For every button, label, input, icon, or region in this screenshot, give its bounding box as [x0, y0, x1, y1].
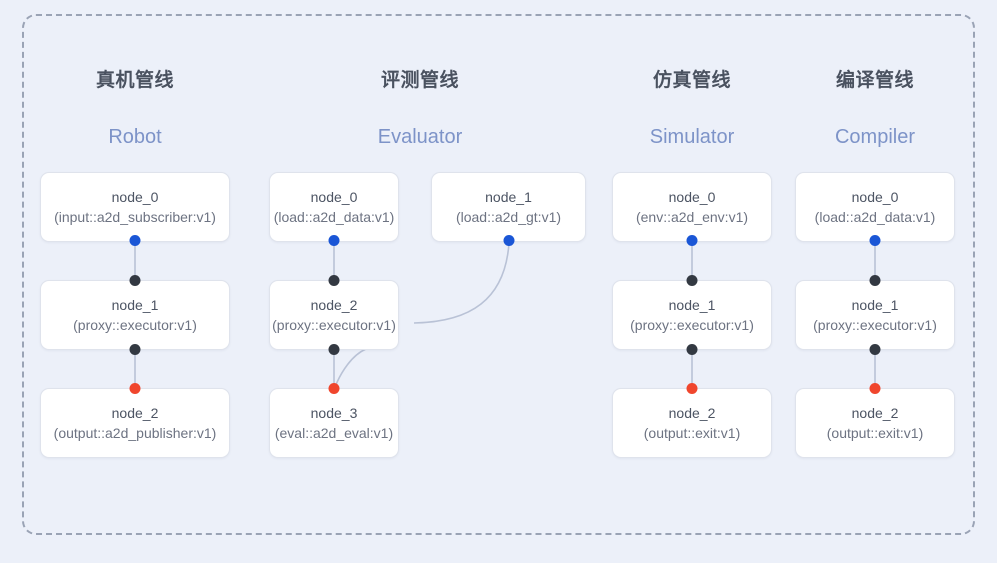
port-output-blue[interactable] [686, 235, 698, 246]
node-name: node_0 [668, 188, 716, 205]
node-robot-node_1[interactable]: node_1 (proxy::executor:v1) [40, 275, 230, 355]
port-output-black[interactable] [328, 344, 340, 355]
node-robot-node_0[interactable]: node_0 (input::a2d_subscriber:v1) [40, 172, 230, 246]
node-type: (load::a2d_gt:v1) [455, 209, 562, 225]
node-name: node_2 [851, 404, 899, 421]
port-input-red[interactable] [328, 383, 340, 394]
node-robot-node_2[interactable]: node_2 (output::a2d_publisher:v1) [40, 383, 230, 458]
node-name: node_2 [310, 296, 358, 313]
node-type: (eval::a2d_eval:v1) [274, 425, 394, 441]
port-output-black[interactable] [686, 344, 698, 355]
node-type: (input::a2d_subscriber:v1) [54, 209, 216, 225]
node-type: (proxy::executor:v1) [630, 317, 754, 333]
column-title-cn-compiler: 编译管线 [835, 70, 914, 91]
node-name: node_2 [111, 404, 159, 421]
port-input-black[interactable] [129, 275, 141, 286]
node-name: node_1 [851, 296, 899, 313]
node-type: (proxy::executor:v1) [813, 317, 937, 333]
node-name: node_0 [310, 188, 358, 205]
node-evaluator-node_1[interactable]: node_1 (load::a2d_gt:v1) [431, 172, 586, 246]
port-output-black[interactable] [869, 344, 881, 355]
node-name: node_1 [111, 296, 159, 313]
node-type: (load::a2d_data:v1) [273, 209, 395, 225]
column-title-en-simulator: Simulator [649, 126, 735, 148]
port-output-blue[interactable] [129, 235, 141, 246]
port-input-red[interactable] [129, 383, 141, 394]
column-title-en-compiler: Compiler [834, 126, 916, 148]
node-name: node_0 [851, 188, 899, 205]
port-input-black[interactable] [869, 275, 881, 286]
node-name: node_1 [485, 188, 532, 205]
column-title-cn-simulator: 仿真管线 [652, 70, 731, 91]
node-type: (load::a2d_data:v1) [814, 209, 936, 225]
node-simulator-node_2[interactable]: node_2 (output::exit:v1) [612, 383, 772, 458]
node-simulator-node_0[interactable]: node_0 (env::a2d_env:v1) [612, 172, 772, 246]
column-title-en-robot: Robot [108, 126, 162, 148]
port-input-red[interactable] [869, 383, 881, 394]
node-name: node_2 [668, 404, 716, 421]
port-input-black[interactable] [328, 275, 340, 286]
port-input-red[interactable] [686, 383, 698, 394]
node-name: node_0 [111, 188, 159, 205]
port-output-blue[interactable] [869, 235, 881, 246]
node-compiler-node_0[interactable]: node_0 (load::a2d_data:v1) [795, 172, 955, 246]
column-title-cn-evaluator: 评测管线 [380, 70, 459, 91]
node-type: (proxy::executor:v1) [272, 317, 396, 333]
node-compiler-node_1[interactable]: node_1 (proxy::executor:v1) [795, 275, 955, 355]
node-name: node_3 [310, 404, 358, 421]
port-input-black[interactable] [686, 275, 698, 286]
node-simulator-node_1[interactable]: node_1 (proxy::executor:v1) [612, 275, 772, 355]
column-title-cn-robot: 真机管线 [95, 70, 174, 91]
node-type: (env::a2d_env:v1) [635, 209, 749, 225]
diagram-dashed-border [22, 14, 975, 535]
port-output-blue[interactable] [503, 235, 514, 246]
node-compiler-node_2[interactable]: node_2 (output::exit:v1) [795, 383, 955, 458]
node-name: node_1 [668, 296, 716, 313]
node-type: (output::a2d_publisher:v1) [53, 425, 217, 441]
node-evaluator-node_3[interactable]: node_3 (eval::a2d_eval:v1) [269, 383, 399, 458]
node-type: (proxy::executor:v1) [73, 317, 197, 333]
column-title-en-evaluator: Evaluator [377, 126, 463, 148]
node-type: (output::exit:v1) [643, 425, 741, 441]
node-type: (output::exit:v1) [826, 425, 924, 441]
node-evaluator-node_2[interactable]: node_2 (proxy::executor:v1) [269, 275, 399, 355]
node-evaluator-node_0[interactable]: node_0 (load::a2d_data:v1) [269, 172, 399, 246]
port-output-black[interactable] [129, 344, 141, 355]
port-output-blue[interactable] [328, 235, 340, 246]
